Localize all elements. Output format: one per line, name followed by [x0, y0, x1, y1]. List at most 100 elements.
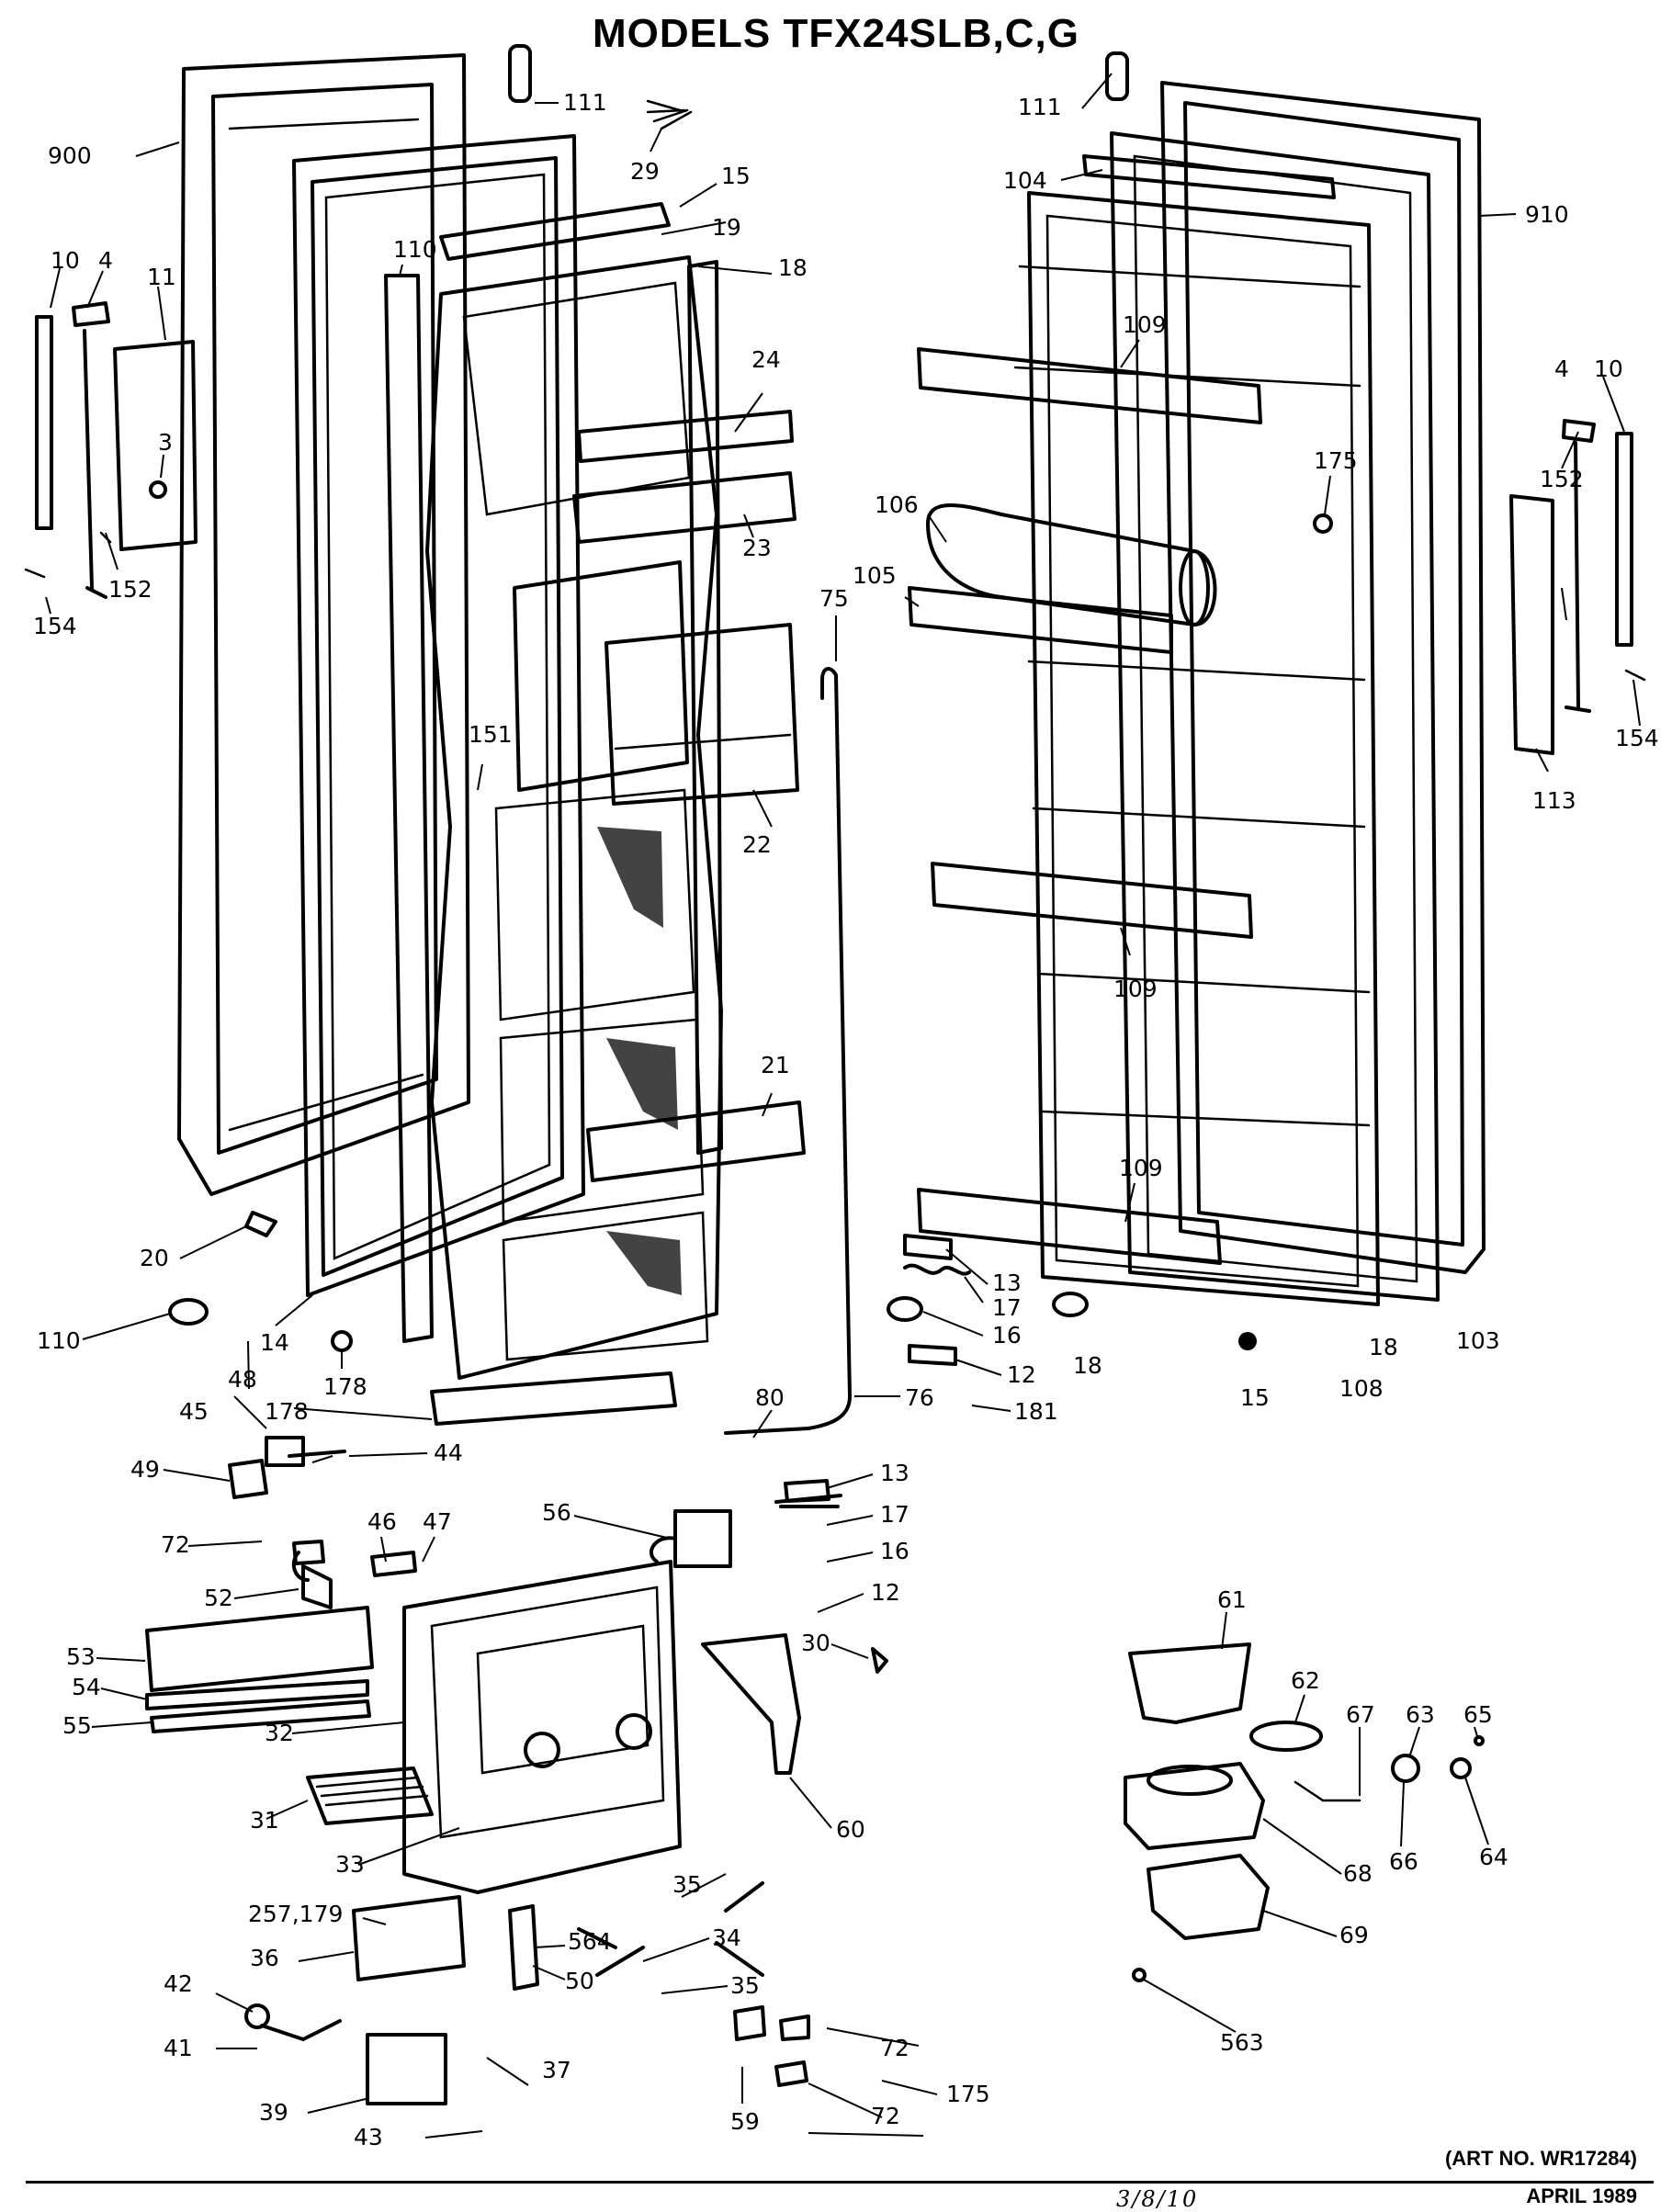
callout-105: 105 [853, 562, 897, 589]
callout-152-right: 152 [1540, 466, 1584, 492]
callout-111-right: 111 [1018, 94, 1062, 120]
art-number: (ART NO. WR17284) [1444, 2147, 1637, 2170]
dispenser-housing [402, 1560, 682, 1894]
callout-33: 33 [335, 1851, 365, 1878]
callout-52: 52 [204, 1585, 233, 1611]
callout-37: 37 [542, 2057, 571, 2083]
page-title: MODELS TFX24SLB,C,G [593, 11, 1079, 56]
callout-63: 63 [1406, 1701, 1435, 1728]
callout-175-right: 175 [1314, 447, 1358, 474]
callout-21: 21 [761, 1052, 790, 1078]
callout-108: 108 [1339, 1375, 1384, 1402]
callout-152: 152 [108, 576, 153, 603]
ice-chute-parts [1124, 1642, 1485, 1982]
callout-175-bottom: 175 [946, 2081, 990, 2107]
callout-103: 103 [1456, 1327, 1500, 1354]
feeler-arm [724, 667, 852, 1435]
callout-19: 19 [712, 214, 741, 241]
callout-4: 4 [98, 247, 113, 274]
solenoid [649, 1509, 732, 1568]
callout-59: 59 [730, 2108, 760, 2135]
callout-18: 18 [778, 254, 808, 281]
callout-563: 563 [1220, 2029, 1264, 2056]
egg-bin-cylinder [926, 503, 1217, 626]
shelf-bars-left [572, 410, 806, 1182]
callout-42: 42 [164, 1970, 193, 1997]
callout-34: 34 [712, 1924, 741, 1951]
callout-24: 24 [751, 346, 781, 373]
callout-257-179: 257,179 [248, 1901, 343, 1927]
callout-32: 32 [265, 1720, 294, 1746]
callout-181: 181 [1014, 1398, 1058, 1425]
callout-23: 23 [742, 535, 772, 561]
callout-72-center: 72 [880, 2035, 909, 2061]
callout-45: 45 [179, 1398, 209, 1425]
callout-62: 62 [1291, 1667, 1320, 1694]
callout-35-bottom: 35 [730, 1972, 760, 1999]
callout-47: 47 [423, 1508, 452, 1535]
callout-12-top: 12 [1007, 1361, 1036, 1388]
callout-178-right: 15 [1240, 1384, 1270, 1411]
right-hinge-assembly [1509, 419, 1646, 755]
callout-106: 106 [875, 491, 919, 518]
dispenser-panel [604, 623, 799, 806]
callout-154-right: 154 [1615, 725, 1659, 751]
callout-109-middle: 109 [1113, 976, 1158, 1002]
callout-15-bottom: 178 [265, 1398, 309, 1425]
callout-76: 76 [905, 1384, 934, 1411]
callout-22: 22 [742, 831, 772, 858]
callout-13-top: 13 [992, 1270, 1022, 1296]
callout-17-top: 17 [992, 1294, 1022, 1321]
door-hinge-strip-left [384, 260, 723, 1343]
callout-900: 900 [48, 142, 92, 169]
callout-564: 564 [568, 1928, 612, 1955]
callout-72-left: 72 [161, 1531, 190, 1558]
callout-46: 46 [367, 1508, 397, 1535]
callout-104: 104 [1003, 167, 1047, 194]
dispenser-switches [228, 1436, 417, 1609]
leader-lines [45, 73, 1641, 2139]
callout-4-right: 4 [1554, 356, 1569, 382]
callout-48: 48 [228, 1366, 257, 1393]
callout-113: 113 [1532, 787, 1576, 814]
fresh-food-door-outer-panel [1160, 81, 1486, 1274]
callout-75: 75 [819, 585, 849, 612]
callout-109-bottom: 109 [1119, 1155, 1163, 1181]
callout-10-right: 10 [1594, 356, 1623, 382]
callout-18-right: 18 [1369, 1334, 1398, 1360]
callout-72-bottom: 72 [871, 2103, 900, 2129]
mounting-bracket [701, 1633, 888, 1775]
small-parts-right-top [1052, 51, 1336, 1350]
callout-29: 29 [630, 158, 660, 185]
callout-66: 66 [1389, 1848, 1418, 1875]
callout-44: 44 [434, 1439, 463, 1466]
callout-36: 36 [250, 1945, 279, 1971]
dispenser-lower-parts [244, 1881, 810, 2105]
callout-30: 30 [801, 1630, 830, 1656]
callout-64: 64 [1479, 1844, 1508, 1870]
callout-65: 65 [1463, 1701, 1493, 1728]
callout-41: 41 [164, 2035, 193, 2061]
callout-50: 50 [565, 1968, 594, 1994]
door-shelves-right [908, 347, 1262, 1265]
left-hinge-assembly [24, 301, 198, 599]
callout-54: 54 [72, 1674, 101, 1700]
callout-16-bottom: 16 [880, 1538, 909, 1564]
callout-20: 20 [140, 1245, 169, 1271]
hinge-pivots [774, 1234, 971, 1508]
callout-55: 55 [62, 1712, 92, 1739]
callout-53: 53 [66, 1643, 96, 1670]
callout-39: 39 [259, 2099, 288, 2126]
freezer-door-outer-panel [177, 53, 470, 1196]
callout-154: 154 [33, 613, 77, 639]
callout-15: 15 [721, 163, 751, 189]
callout-13-bottom: 13 [880, 1460, 909, 1486]
callout-16-top: 16 [992, 1322, 1022, 1349]
top-trim [430, 202, 677, 1426]
callout-43: 43 [354, 2124, 383, 2150]
callout-61: 61 [1217, 1586, 1247, 1613]
callout-68: 68 [1343, 1860, 1373, 1887]
publication-date: APRIL 1989 [1526, 2184, 1637, 2207]
callout-35-top: 35 [672, 1871, 702, 1898]
